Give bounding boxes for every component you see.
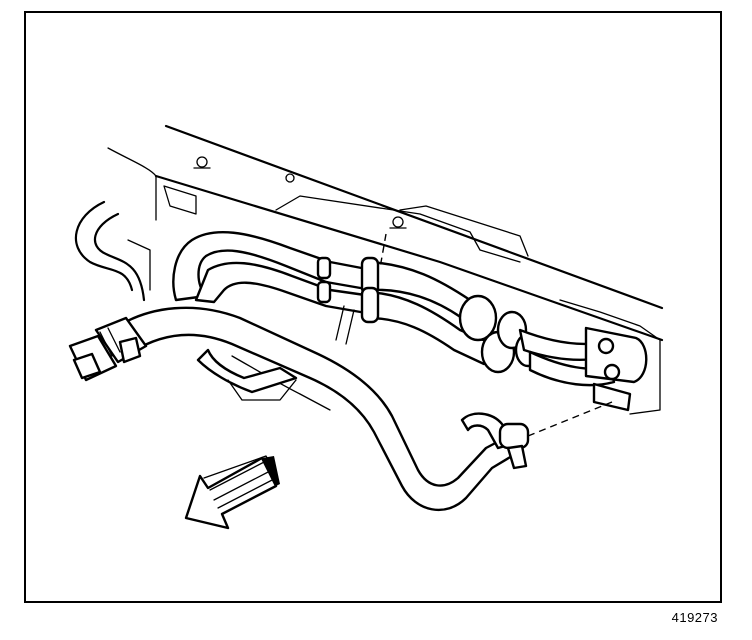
radiator-side-hose	[74, 200, 146, 302]
line-clip-2	[316, 280, 332, 304]
hose-clamp-2	[360, 286, 380, 324]
vehicle-body-panel	[107, 124, 664, 415]
bolt-alignment-dashed-line	[379, 233, 387, 269]
mounting-bolt-center	[389, 216, 407, 229]
line-retaining-clamp	[460, 401, 613, 470]
cooler-line-to-transmission	[518, 326, 648, 412]
line-bracket-marks	[335, 305, 355, 345]
cooler-line-upper	[172, 230, 374, 316]
cooler-fitting-lower	[603, 363, 621, 381]
alignment-dashed-line	[527, 401, 613, 437]
main-cooler-line	[110, 306, 524, 512]
figure-number: 419273	[671, 610, 718, 625]
radiator-quick-connect-fitting	[68, 316, 148, 382]
cooler-fitting-upper	[597, 337, 615, 355]
mounting-bolt-upper	[193, 156, 211, 169]
line-clip-1	[316, 256, 332, 280]
front-direction-arrow	[184, 455, 280, 530]
body-hole	[285, 173, 295, 183]
